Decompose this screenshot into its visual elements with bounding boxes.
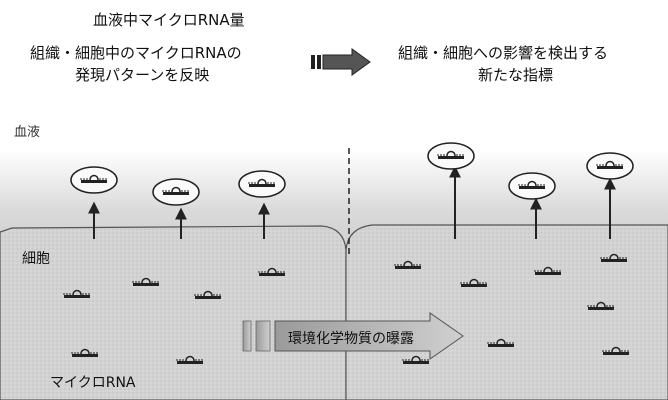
cell-label: 細胞 <box>22 251 50 267</box>
right-caption-line2: 新たな指標 <box>478 66 554 84</box>
right-release-arrows <box>449 165 616 239</box>
left-release-arrows <box>88 201 270 239</box>
cell-right <box>345 224 668 400</box>
left-caption-line2: 発現パターンを反映 <box>75 66 210 84</box>
header-arrow <box>311 48 371 76</box>
blood-label: 血液 <box>14 125 41 140</box>
exposure-arrow <box>242 312 464 360</box>
right-caption-line1: 組織・細胞への影響を検出する <box>398 44 609 62</box>
diagram-title: 血液中マイクロRNA量 <box>93 11 245 29</box>
left-caption-line1: 組織・細胞中のマイクロRNAの <box>30 44 242 62</box>
exposure-label: 環境化学物質の曝露 <box>288 331 414 347</box>
blood-mirna-circled <box>70 142 634 206</box>
mirna-label: マイクロRNA <box>50 375 136 391</box>
